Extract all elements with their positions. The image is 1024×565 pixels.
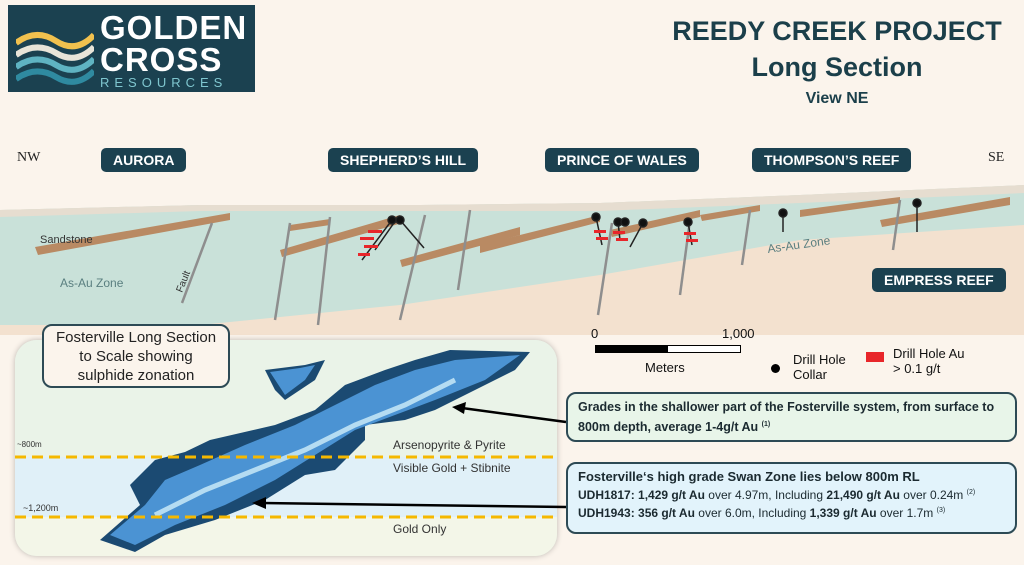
page-title: REEDY CREEK PROJECT [672, 16, 1002, 46]
callout-swan-zone: Fosterville‘s high grade Swan Zone lies … [566, 462, 1017, 534]
company-logo: GOLDEN CROSS RESOURCES [8, 5, 255, 92]
fosterville-caption: Fosterville Long Section to Scale showin… [42, 324, 230, 388]
zone-gold-only: Gold Only [393, 522, 447, 536]
prospect-shepherds-hill: SHEPHERD’S HILL [328, 148, 479, 172]
logo-text: CROSS [100, 41, 223, 78]
zone-visible-gold: Visible Gold + Stibnite [393, 461, 511, 475]
prospect-empress-reef: EMPRESS REEF [872, 268, 1006, 292]
zone-label: As-Au Zone [60, 276, 124, 290]
logo-wave-icon [16, 13, 94, 85]
prospect-aurora: AURORA [101, 148, 187, 172]
scale-unit: Meters [645, 360, 685, 375]
logo-text: GOLDEN [100, 9, 248, 46]
scale-end: 1,000 [722, 326, 755, 341]
logo-text: RESOURCES [100, 75, 228, 90]
view-label: View NE [805, 90, 869, 107]
page-subtitle: Long Section [751, 52, 923, 82]
sandstone-layer [35, 197, 1010, 267]
au-intercepts [358, 230, 698, 256]
scale-bar [595, 345, 741, 353]
direction-se: SE [988, 150, 1005, 165]
scale-start: 0 [591, 326, 599, 341]
prospect-thompsons-reef: THOMPSON’S REEF [752, 148, 912, 172]
prospect-prince-of-wales: PRINCE OF WALES [545, 148, 699, 172]
fosterville-section [15, 340, 557, 556]
zone-arsenopyrite: Arsenopyrite & Pyrite [393, 438, 506, 452]
callout-arrows [252, 402, 567, 509]
sandstone-label: Sandstone [40, 234, 93, 246]
callout-shallow-grades: Grades in the shallower part of the Fost… [566, 392, 1017, 442]
legend-au: Drill Hole Au> 0.1 g/t [893, 346, 965, 376]
depth-800: ~800m [17, 440, 42, 449]
au-legend-icon [866, 352, 884, 362]
cross-section: Sandstone As-Au Zone As-Au Zone Fault [0, 185, 1024, 335]
depth-1200: ~1,200m [23, 503, 59, 513]
direction-nw: NW [17, 150, 41, 165]
collar-icon [771, 364, 780, 373]
